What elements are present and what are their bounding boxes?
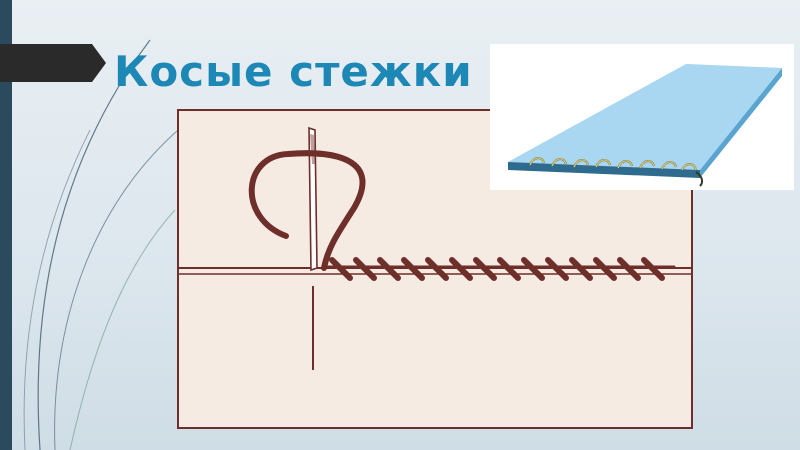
thread-loop: [248, 150, 366, 271]
title-flag-icon: [0, 44, 106, 82]
decorative-curves: [23, 39, 191, 450]
slide-title: Косые стежки: [114, 47, 473, 96]
fabric-edge-inset: [490, 44, 794, 190]
needle-icon: [308, 126, 318, 370]
fabric-edge-illustration: [508, 64, 782, 187]
left-accent-bar: [0, 0, 12, 450]
oblique-stitches: [324, 257, 676, 281]
